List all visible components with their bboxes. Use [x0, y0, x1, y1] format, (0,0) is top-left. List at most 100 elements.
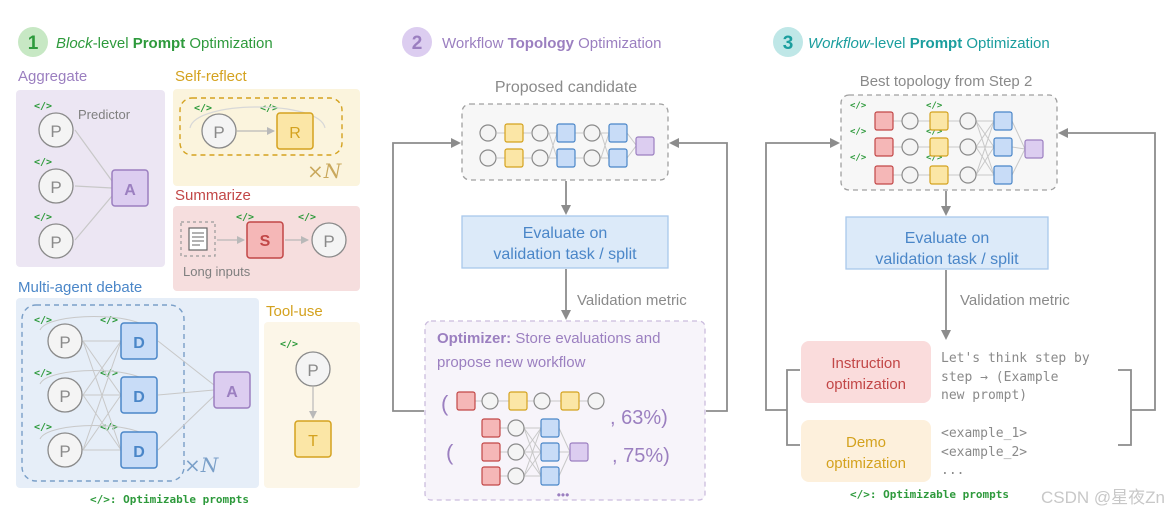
code-tag: </>: [34, 368, 52, 379]
more-workflows-ellipsis: •••: [557, 488, 570, 502]
predictor-node: [38, 223, 74, 259]
evaluate-line2: validation task / split: [493, 246, 637, 263]
score-63: , 63%): [610, 407, 668, 429]
demo-example-line2: <example_2>: [941, 445, 1027, 460]
instruction-example-line2: step → (Example: [941, 370, 1059, 385]
repeat-label: ×N: [307, 159, 343, 183]
aggregate-label: Aggregate: [18, 68, 87, 85]
instruction-optimization-box: [801, 341, 931, 403]
loop-boundary: [179, 97, 343, 156]
predictor-node: [47, 432, 83, 468]
code-tag: </>: [100, 368, 118, 379]
instruction-line1: Instruction: [831, 355, 900, 372]
edge: [74, 195, 113, 241]
node-label: P: [50, 122, 61, 141]
svg-text:</>: </>: [850, 101, 867, 111]
predictor-node: [311, 222, 347, 258]
stored-workflow-1: ( , 63%): [441, 391, 668, 429]
node-label: D: [133, 389, 145, 406]
step2-title: Workflow Topology Optimization: [442, 35, 662, 52]
demo-line2: optimization: [826, 455, 906, 472]
instruction-example-line3: new prompt): [941, 388, 1027, 403]
code-tag: </>: [280, 339, 298, 350]
legend-optimizable-prompts: </>: Optimizable prompts: [850, 488, 1009, 501]
code-tag: </>: [236, 212, 254, 223]
best-topology-graph: </></> </></> </></>: [850, 101, 1044, 185]
optimizer-text-line1: Optimizer: Store evaluations and: [437, 330, 660, 347]
summarize-node: [246, 221, 284, 259]
node-label: P: [59, 442, 70, 461]
evaluate-box: [461, 215, 669, 269]
step2-header: 2 Workflow Topology Optimization: [402, 27, 662, 57]
node-label: P: [59, 387, 70, 406]
tooluse-label: Tool-use: [266, 303, 323, 320]
validation-metric-label: Validation metric: [960, 292, 1070, 309]
predictor-node: [295, 351, 331, 387]
best-topology-label: Best topology from Step 2: [860, 73, 1033, 90]
predictor-node: [47, 323, 83, 359]
stored-workflow-2: ( , 75%): [446, 418, 670, 486]
step1-title: Block-level Prompt Optimization: [56, 35, 273, 52]
debate-block: Multi-agent debate </> </> </> </> </> <…: [16, 279, 259, 488]
node-label: A: [226, 384, 238, 401]
node-label: P: [323, 232, 334, 251]
legend-optimizable-prompts: </>: Optimizable prompts: [90, 493, 249, 506]
node-label: D: [133, 444, 145, 461]
step2-number: 2: [412, 33, 423, 54]
long-inputs-label: Long inputs: [183, 264, 251, 279]
step3-header: 3 Workflow-level Prompt Optimization: [773, 27, 1050, 57]
code-tag: </>: [34, 315, 52, 326]
summarize-block: Summarize </> </> S P Long inputs: [173, 187, 360, 291]
bracket-left: [786, 369, 800, 446]
code-tag: </>: [34, 101, 52, 112]
open-paren: (: [446, 440, 454, 465]
code-tag: </>: [34, 157, 52, 168]
step3-number: 3: [783, 33, 794, 54]
long-inputs-box: [180, 221, 216, 257]
demo-example-line3: ...: [941, 463, 964, 478]
demo-optimization-box: [801, 420, 931, 482]
demo-line1: Demo: [846, 434, 886, 451]
code-tag: </>: [298, 212, 316, 223]
node-label: P: [50, 178, 61, 197]
evaluate-line1: Evaluate on: [523, 225, 608, 242]
code-tag: </>: [194, 103, 212, 114]
predictor-node: [201, 113, 237, 149]
step1-header: 1 Block-level Prompt Optimization: [18, 27, 273, 57]
aggregator-node: [213, 371, 251, 409]
reflect-node: [276, 112, 314, 150]
open-paren: (: [441, 391, 449, 416]
node-label: A: [124, 182, 136, 199]
node-label: T: [308, 433, 318, 450]
validation-metric-label: Validation metric: [577, 292, 687, 309]
summarize-label: Summarize: [175, 187, 251, 204]
edge: [74, 129, 113, 182]
tool-node: [294, 420, 332, 458]
node-label: S: [260, 233, 271, 250]
document-icon: [188, 227, 208, 251]
node-label: R: [289, 125, 301, 142]
predictor-label: Predictor: [78, 107, 131, 122]
instruction-example-line1: Let's think step by: [941, 351, 1090, 366]
code-tag: </>: [34, 422, 52, 433]
node-label: D: [133, 335, 145, 352]
score-75: , 75%): [612, 445, 670, 467]
debater-node: [120, 322, 158, 360]
loop-arrow-left: [765, 138, 840, 411]
selfreflect-label: Self-reflect: [175, 68, 248, 85]
selfreflect-panel: [173, 89, 360, 186]
aggregator-node: [111, 169, 149, 207]
proposed-candidate-label: Proposed candidate: [495, 79, 637, 96]
loop-arrow-left: [392, 138, 461, 412]
watermark: CSDN @星夜Zn: [1041, 488, 1165, 507]
evaluate-line1: Evaluate on: [905, 230, 990, 247]
code-tag: </>: [260, 103, 278, 114]
step3-number-badge: [773, 27, 803, 57]
candidate-workflow-graph: [479, 123, 655, 168]
step2-number-badge: [402, 27, 432, 57]
debater-node: [120, 431, 158, 469]
evaluate-box: [845, 216, 1049, 270]
node-label: P: [50, 233, 61, 252]
tooluse-panel: [264, 322, 360, 488]
